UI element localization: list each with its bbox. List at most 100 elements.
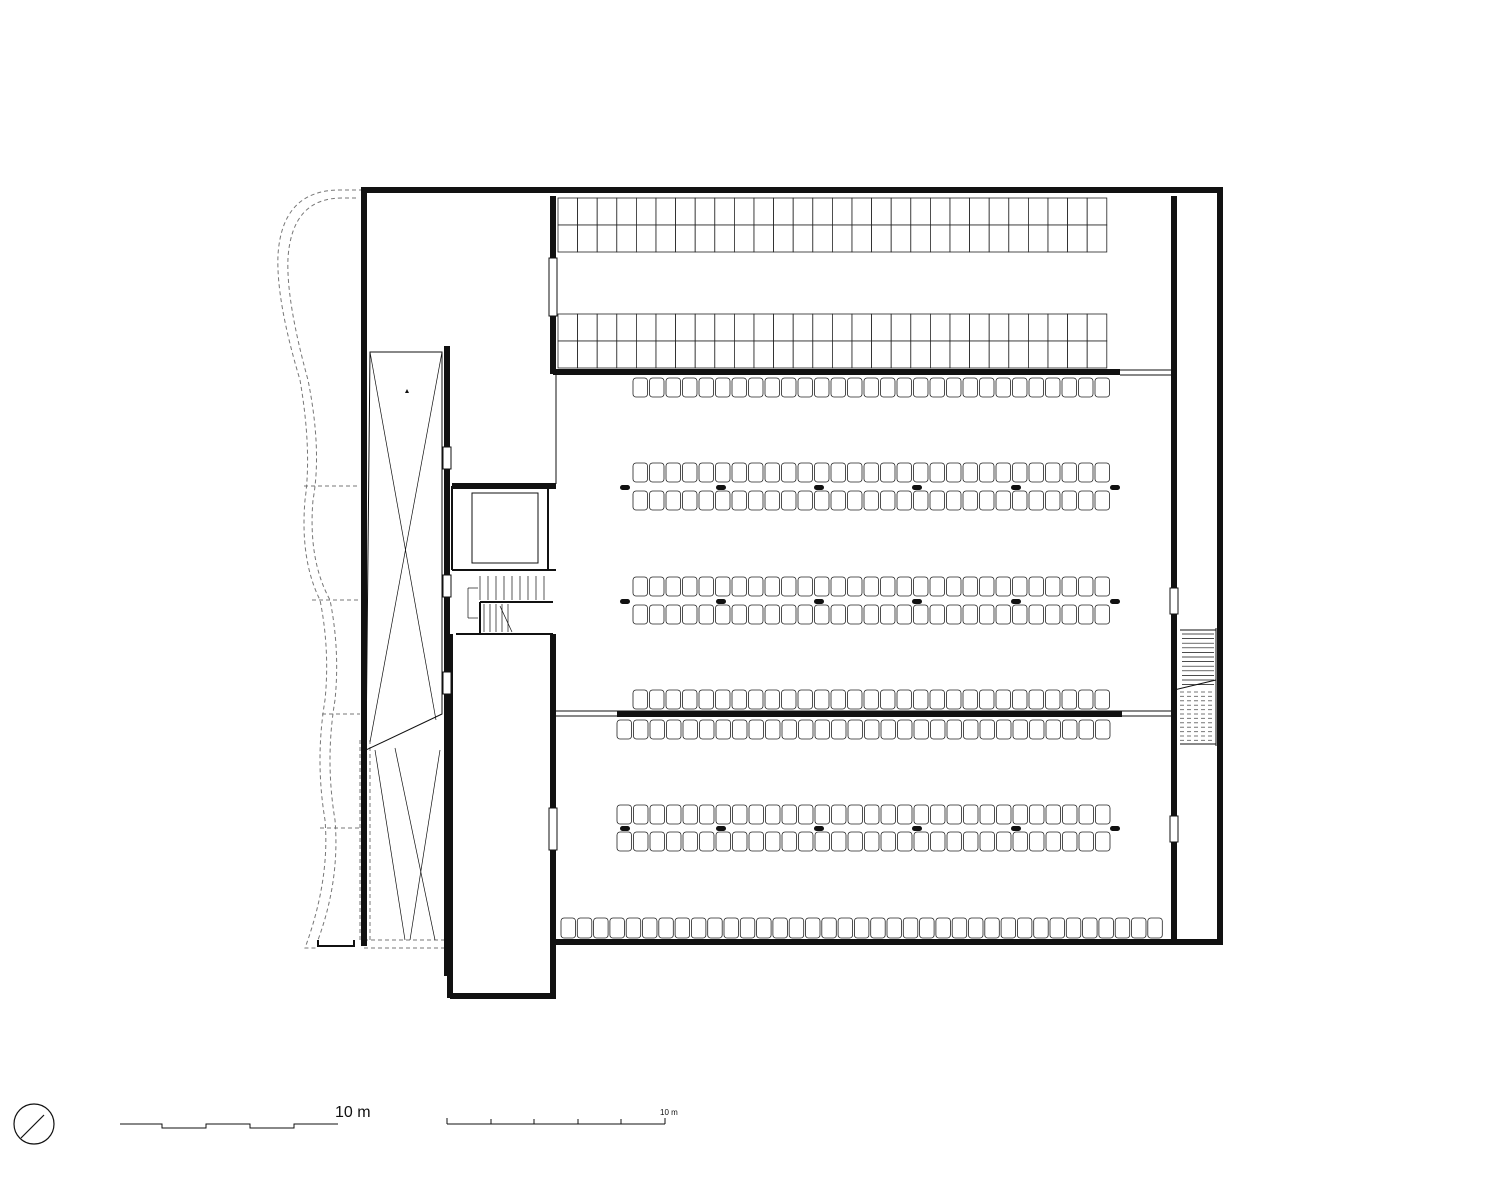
chair: [930, 719, 946, 740]
chair: [896, 377, 912, 398]
chair: [814, 576, 830, 597]
chair: [666, 831, 682, 852]
chair: [863, 689, 879, 710]
tiered-seat: [675, 340, 696, 369]
elevator-shaft: [471, 492, 539, 564]
chair: [781, 377, 797, 398]
chair: [913, 604, 929, 625]
chair: [847, 604, 863, 625]
tiered-seat: [577, 197, 598, 226]
tiered-seat: [969, 340, 990, 369]
chair: [781, 831, 797, 852]
chair: [781, 804, 797, 825]
tiered-seat: [694, 197, 716, 226]
tiered-seat: [1086, 313, 1108, 342]
chair: [880, 490, 896, 511]
chair: [1045, 377, 1061, 398]
chair: [896, 604, 912, 625]
tiered-seat: [773, 340, 794, 369]
chair: [1061, 604, 1077, 625]
tiered-seat: [832, 340, 853, 369]
table-bar: [1011, 599, 1021, 604]
chair: [896, 490, 912, 511]
chair: [1045, 490, 1061, 511]
table-bar: [814, 485, 824, 490]
chair: [764, 604, 780, 625]
chair: [715, 462, 731, 483]
tiered-seat: [890, 224, 912, 253]
tiered-seat: [557, 340, 579, 369]
chair: [748, 689, 764, 710]
chair: [1017, 917, 1033, 939]
chair: [896, 576, 912, 597]
chair: [748, 604, 764, 625]
chair: [979, 804, 995, 825]
chair: [946, 831, 962, 852]
chair: [632, 604, 648, 625]
chair: [913, 576, 929, 597]
tiered-seat: [1047, 340, 1069, 369]
chair: [707, 917, 723, 939]
tiered-seat: [792, 340, 814, 369]
chair: [1012, 462, 1028, 483]
chair: [748, 462, 764, 483]
chair: [632, 490, 648, 511]
chair: [642, 917, 658, 939]
chair: [1012, 804, 1028, 825]
chair: [830, 604, 846, 625]
chair: [715, 719, 731, 740]
tiered-seat: [616, 224, 637, 253]
chair: [698, 462, 714, 483]
chair: [682, 604, 698, 625]
chair: [880, 719, 896, 740]
chair: [798, 719, 814, 740]
chair: [996, 719, 1012, 740]
chair: [658, 917, 674, 939]
tiered-seat: [557, 313, 579, 342]
chair: [979, 831, 995, 852]
chair: [1061, 377, 1077, 398]
chair: [929, 490, 945, 511]
chair: [665, 604, 681, 625]
chair: [1094, 604, 1110, 625]
chair: [880, 462, 896, 483]
table-bar: [1011, 485, 1021, 490]
chair: [788, 917, 805, 939]
chair: [723, 917, 739, 939]
tiered-seat: [655, 224, 677, 253]
chair: [946, 462, 962, 483]
table-bar: [814, 826, 824, 831]
tiered-seat: [557, 224, 579, 253]
tiered-seat: [949, 197, 971, 226]
chair: [1147, 917, 1163, 939]
tiered-seat: [812, 224, 833, 253]
chair: [1045, 462, 1061, 483]
wall-openings: [442, 257, 1179, 851]
chair: [837, 917, 853, 939]
chair: [880, 804, 896, 825]
chair: [814, 689, 830, 710]
chair: [880, 831, 896, 852]
tiered-seat: [714, 224, 735, 253]
chair: [798, 804, 814, 825]
chair: [963, 804, 979, 825]
tiered-seat: [832, 197, 853, 226]
chair: [930, 831, 946, 852]
chair: [731, 462, 747, 483]
chair: [781, 719, 797, 740]
tiered-seat: [557, 197, 579, 226]
tiered-seat: [812, 340, 833, 369]
tiered-seat: [655, 340, 677, 369]
chair: [633, 831, 649, 852]
chair: [1029, 804, 1045, 825]
chair: [864, 719, 880, 740]
chair: [929, 377, 945, 398]
tiered-seat: [694, 340, 716, 369]
chair: [896, 689, 912, 710]
chair: [863, 576, 879, 597]
scale-bar-main-label: 10 m: [335, 1104, 371, 1121]
chair: [682, 377, 698, 398]
tiered-seat: [851, 340, 873, 369]
table-bar: [620, 485, 630, 490]
tiered-seat: [1067, 340, 1088, 369]
